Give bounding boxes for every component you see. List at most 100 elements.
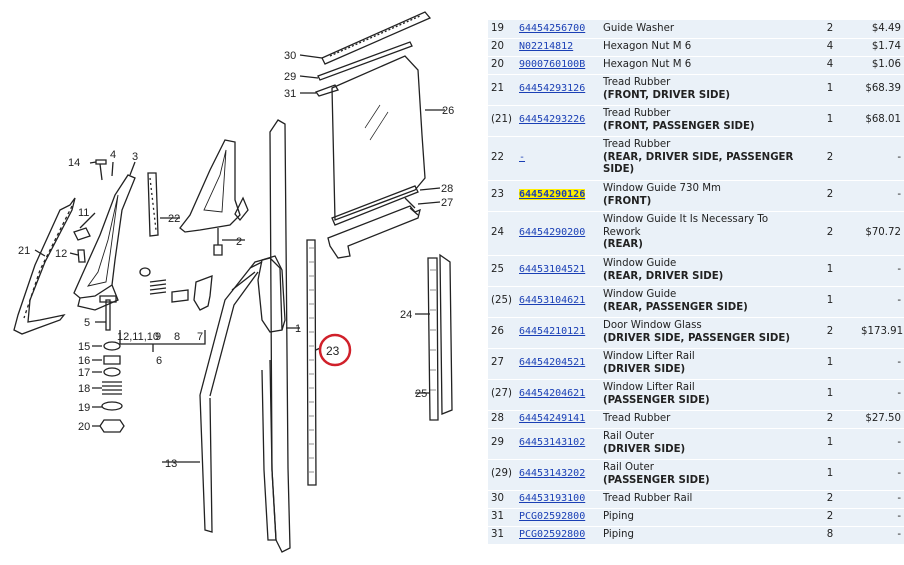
part-price-cell: - — [858, 526, 904, 545]
callout-25: 25 — [415, 388, 427, 400]
part-quantity-cell: 2 — [802, 508, 858, 527]
callout-4: 4 — [110, 149, 116, 161]
part-number-link[interactable]: 64453104521 — [519, 264, 586, 276]
part-quantity-cell: 1 — [802, 459, 858, 491]
part-ref-number-cell: 20 — [488, 38, 516, 57]
part-number-link-cell: 64454256700 — [516, 20, 600, 39]
part-description-cell: Window Guide(REAR, DRIVER SIDE) — [600, 255, 802, 287]
callout-14: 14 — [68, 157, 80, 169]
part-ref-number-cell: 20 — [488, 56, 516, 75]
part-number-link[interactable]: 64454256700 — [519, 22, 586, 34]
callout-8: 8 — [174, 331, 180, 343]
part-description-qualifier: (FRONT, DRIVER SIDE) — [603, 89, 731, 101]
callout-23: 23 — [326, 344, 340, 358]
part-description-text: Window Guide 730 Mm — [603, 183, 721, 194]
part-description-cell: Tread Rubber(FRONT, PASSENGER SIDE) — [600, 105, 802, 137]
callout-7: 7 — [197, 331, 203, 343]
part-number-link[interactable]: 64453143202 — [519, 468, 586, 480]
part-number-link[interactable]: 9000760100B — [519, 58, 586, 70]
part-quantity-cell: 2 — [802, 317, 858, 349]
part-9-spring — [149, 279, 167, 295]
part-price-cell: - — [858, 508, 904, 527]
part-description-text: Hexagon Nut M 6 — [603, 40, 692, 52]
part-description-cell: Hexagon Nut M 6 — [600, 38, 802, 57]
part-number-link[interactable]: 64453143102 — [519, 437, 586, 449]
part-number-link[interactable]: 64454204521 — [519, 357, 586, 369]
part-number-link[interactable]: 64454293126 — [519, 83, 586, 95]
part-26-window-glass — [331, 55, 426, 221]
part-16-bushing — [103, 355, 121, 365]
part-number-link[interactable]: - — [519, 151, 526, 163]
part-quantity-cell: 1 — [802, 286, 858, 318]
callout-28: 28 — [441, 183, 453, 195]
part-description-text: Window Guide — [603, 258, 677, 269]
part-number-link[interactable]: 64454249141 — [519, 412, 586, 424]
callout-23-highlight-circle — [318, 333, 352, 367]
callout-31: 31 — [284, 88, 296, 100]
part-price-cell: $27.50 — [858, 410, 904, 429]
part-quantity-cell: 2 — [802, 180, 858, 212]
part-1-window-frame — [269, 119, 291, 553]
part-price-cell: $68.01 — [858, 105, 904, 137]
part-description-qualifier: (DRIVER SIDE) — [603, 443, 686, 455]
part-number-link-cell: 64454290200 — [516, 211, 600, 256]
part-number-link[interactable]: 64454290200 — [519, 226, 586, 238]
part-description-cell: Window Lifter Rail(PASSENGER SIDE) — [600, 379, 802, 411]
part-number-link[interactable]: 64454210121 — [519, 326, 586, 338]
part-description-cell: Tread Rubber — [600, 410, 802, 429]
part-11-pin — [73, 227, 91, 241]
part-18-spring — [102, 381, 122, 395]
callout-13: 13 — [165, 458, 177, 470]
part-number-link[interactable]: 64454293226 — [519, 114, 586, 126]
parts-diagram: 1 2 3 4 5 6 7 8 9 11 12 12,11,10 13 14 1… — [13, 11, 454, 553]
part-number-link[interactable]: PCG02592800 — [519, 510, 586, 522]
part-number-link[interactable]: PCG02592800 — [519, 528, 586, 540]
callout-3: 3 — [132, 151, 138, 163]
part-number-link[interactable]: 64453104621 — [519, 295, 586, 307]
part-description-cell: Rail Outer(DRIVER SIDE) — [600, 428, 802, 460]
part-quantity-cell: 2 — [802, 410, 858, 429]
part-description-qualifier: (FRONT) — [603, 195, 652, 207]
part-quantity-cell: 2 — [802, 136, 858, 181]
part-ref-number-cell: 23 — [488, 180, 516, 212]
callout-17: 17 — [78, 367, 90, 379]
part-description-cell: Tread Rubber Rail — [600, 490, 802, 509]
part-ref-number-cell: 31 — [488, 526, 516, 545]
part-price-cell: - — [858, 286, 904, 318]
part-ref-number-cell: 22 — [488, 136, 516, 181]
part-description-text: Window Guide — [603, 289, 677, 300]
part-30-rail — [321, 11, 432, 65]
callout-1: 1 — [295, 323, 301, 335]
part-ref-number-cell: 25 — [488, 255, 516, 287]
callout-24: 24 — [400, 309, 412, 321]
part-quantity-cell: 1 — [802, 348, 858, 380]
part-17-washer — [103, 367, 121, 377]
callout-21: 21 — [18, 245, 30, 257]
part-number-link-cell: 64454290126 — [516, 180, 600, 212]
part-description-text: Rail Outer — [603, 462, 654, 473]
part-number-link[interactable]: 64454204621 — [519, 388, 586, 400]
part-number-link[interactable]: N02214812 — [519, 40, 574, 52]
callout-11: 11 — [78, 207, 89, 219]
part-price-cell: $70.72 — [858, 211, 904, 256]
part-description-qualifier: (FRONT, PASSENGER SIDE) — [603, 120, 755, 132]
part-description-qualifier: (DRIVER SIDE, PASSENGER SIDE) — [603, 332, 790, 344]
part-number-link[interactable]: 64454290126 — [519, 189, 586, 201]
part-description-cell: Window Guide(REAR, PASSENGER SIDE) — [600, 286, 802, 318]
part-10-washer — [139, 267, 151, 277]
part-number-link[interactable]: 64453193100 — [519, 492, 586, 504]
part-23-window-guide — [306, 239, 317, 486]
part-19-washer — [101, 401, 123, 411]
part-ref-number-cell: 26 — [488, 317, 516, 349]
part-description-cell: Window Guide 730 Mm(FRONT) — [600, 180, 802, 212]
part-ref-number-cell: 21 — [488, 74, 516, 106]
